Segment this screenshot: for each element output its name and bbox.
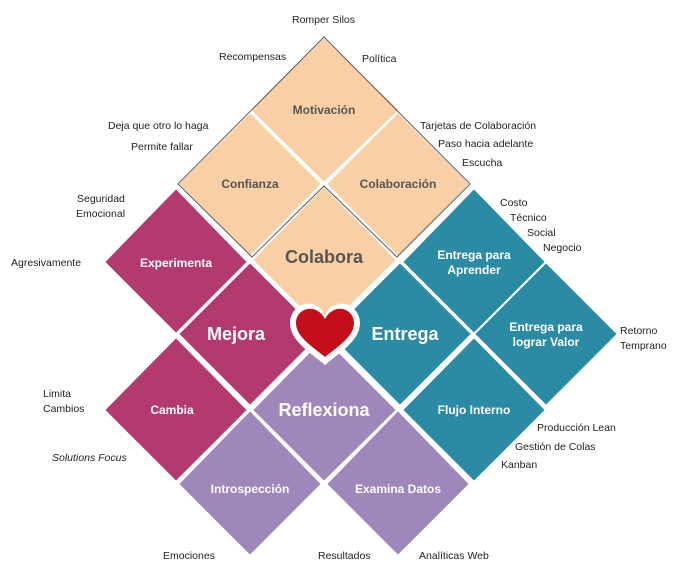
label-experimenta: Experimenta: [140, 256, 212, 270]
label-entrega-valor-1: Entrega para: [509, 320, 583, 334]
label-reflexiona: Reflexiona: [278, 400, 370, 420]
note-costo: Costo: [500, 197, 528, 209]
note-kanban: Kanban: [501, 459, 537, 471]
note-gestion-colas: Gestión de Colas: [515, 441, 596, 453]
label-flujo-interno: Flujo Interno: [438, 403, 511, 417]
label-colabora: Colabora: [285, 247, 364, 267]
note-agresivamente: Agresivamente: [11, 257, 81, 269]
peach-group-outline: [177, 36, 471, 258]
label-examina-datos: Examina Datos: [355, 482, 441, 496]
heart-icon: [290, 303, 360, 365]
note-permite-fallar: Permite fallar: [131, 141, 193, 153]
note-temprano: Temprano: [620, 340, 667, 352]
note-limita: Limita: [43, 388, 71, 400]
note-analiticas-web: Analíticas Web: [419, 550, 489, 562]
tile-flujo-interno: [400, 335, 548, 484]
label-mejora: Mejora: [207, 324, 266, 344]
label-entrega-valor-2: lograr Valor: [513, 335, 580, 349]
label-motivacion: Motivación: [293, 103, 356, 117]
tile-experimenta: [102, 186, 250, 336]
note-seguridad: Seguridad: [77, 193, 125, 205]
note-deja-que: Deja que otro lo haga: [108, 120, 209, 132]
note-social: Social: [527, 227, 556, 239]
note-tarjetas: Tarjetas de Colaboración: [420, 120, 536, 132]
note-produccion-lean: Producción Lean: [537, 422, 616, 434]
note-retorno: Retorno: [620, 325, 658, 337]
label-introspeccion: Introspección: [211, 482, 290, 496]
note-resultados: Resultados: [318, 550, 371, 562]
label-cambia: Cambia: [150, 403, 194, 417]
tile-introspeccion: [176, 408, 324, 558]
note-escucha: Escucha: [462, 157, 502, 169]
label-entrega-aprender-2: Aprender: [447, 263, 501, 277]
note-negocio: Negocio: [543, 242, 582, 254]
note-romper-silos: Romper Silos: [292, 14, 355, 26]
label-confianza: Confianza: [221, 177, 279, 191]
note-tecnico: Técnico: [510, 212, 547, 224]
note-solutions-focus: Solutions Focus: [52, 452, 127, 464]
note-emocional: Emocional: [76, 208, 125, 220]
note-paso: Paso hacia adelante: [438, 138, 533, 150]
tile-cambia: [102, 335, 250, 484]
label-entrega: Entrega: [371, 324, 439, 344]
note-emociones: Emociones: [163, 550, 215, 562]
tile-reflexiona: [250, 335, 399, 484]
note-politica: Política: [362, 53, 397, 65]
note-cambios: Cambios: [43, 403, 84, 415]
note-recompensas: Recompensas: [219, 51, 286, 63]
tile-examina-datos: [324, 408, 472, 558]
label-colaboracion: Colaboración: [360, 177, 437, 191]
tile-entrega-para-valor: [472, 260, 620, 408]
label-entrega-aprender-1: Entrega para: [437, 248, 511, 262]
